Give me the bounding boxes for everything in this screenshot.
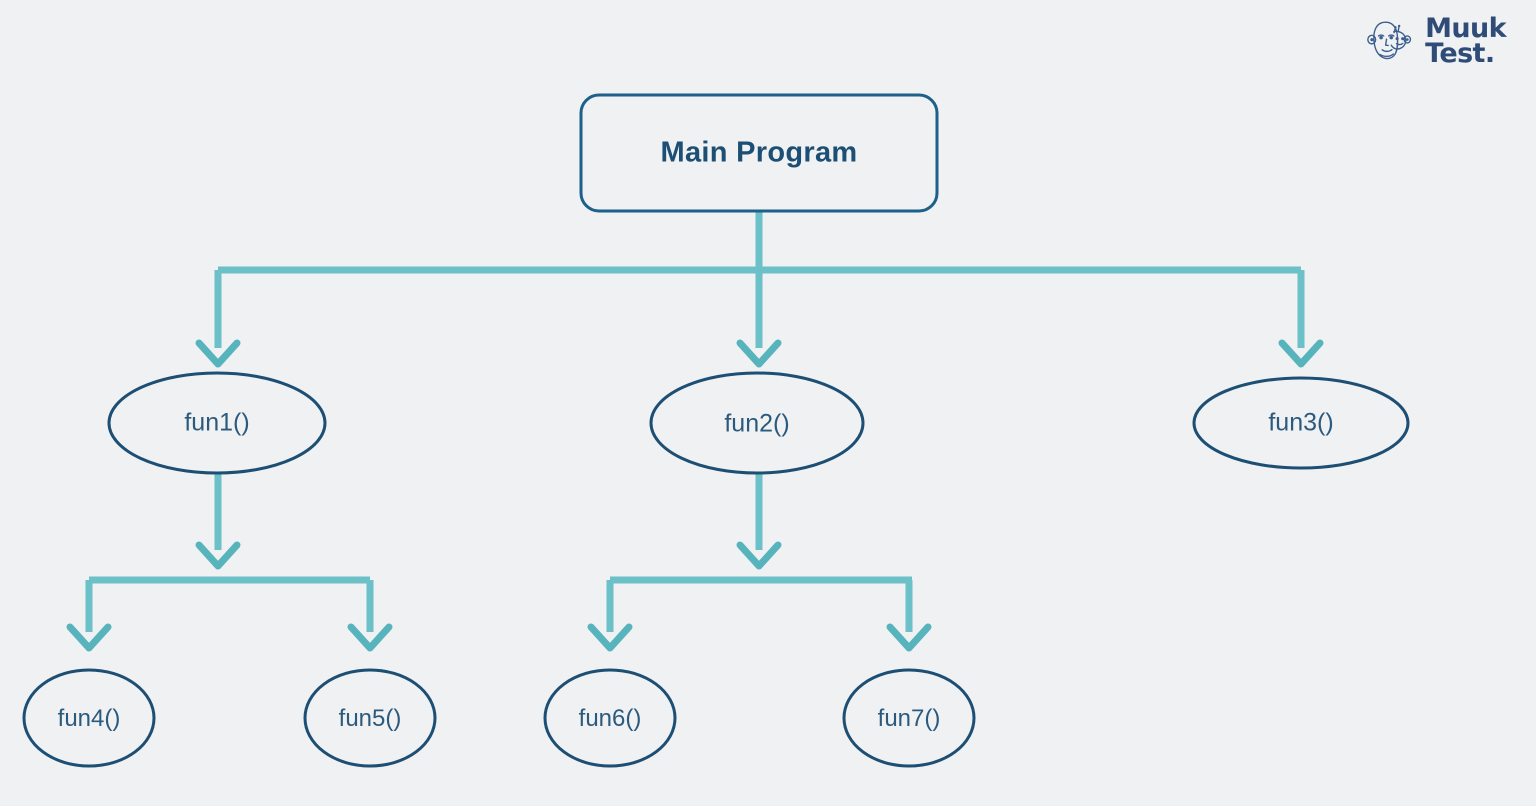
brand-wordmark: Muuk Test. (1425, 13, 1506, 70)
brand-name-line1: Muuk (1425, 13, 1506, 44)
node-layer (22, 93, 1410, 768)
arrowhead-to-fun7 (886, 623, 932, 652)
arrowhead-to-fun5 (347, 623, 393, 652)
node-fun6[interactable] (543, 668, 677, 768)
node-fun5[interactable] (303, 668, 437, 768)
node-fun7[interactable] (842, 668, 976, 768)
arrowhead-fun2-stem (736, 541, 782, 570)
arrowhead-to-fun1 (195, 339, 241, 368)
node-fun2[interactable] (649, 371, 865, 475)
arrowhead-to-fun6 (587, 623, 633, 652)
node-fun3[interactable] (1192, 376, 1410, 470)
arrowhead-layer (66, 339, 1324, 652)
arrowhead-to-fun3 (1278, 339, 1324, 368)
node-fun1[interactable] (107, 371, 327, 475)
brand-name-line2: Test. (1425, 38, 1495, 70)
arrowhead-to-fun4 (66, 623, 112, 652)
muuk-face-mask-icon (1367, 21, 1412, 60)
arrowhead-fun1-stem (195, 541, 241, 570)
node-main-program[interactable] (579, 93, 939, 213)
arrowhead-to-fun2 (736, 339, 782, 368)
node-fun4[interactable] (22, 668, 156, 768)
brand-logo[interactable]: Muuk Test. (1366, 13, 1507, 70)
connector-layer (85, 211, 1305, 632)
